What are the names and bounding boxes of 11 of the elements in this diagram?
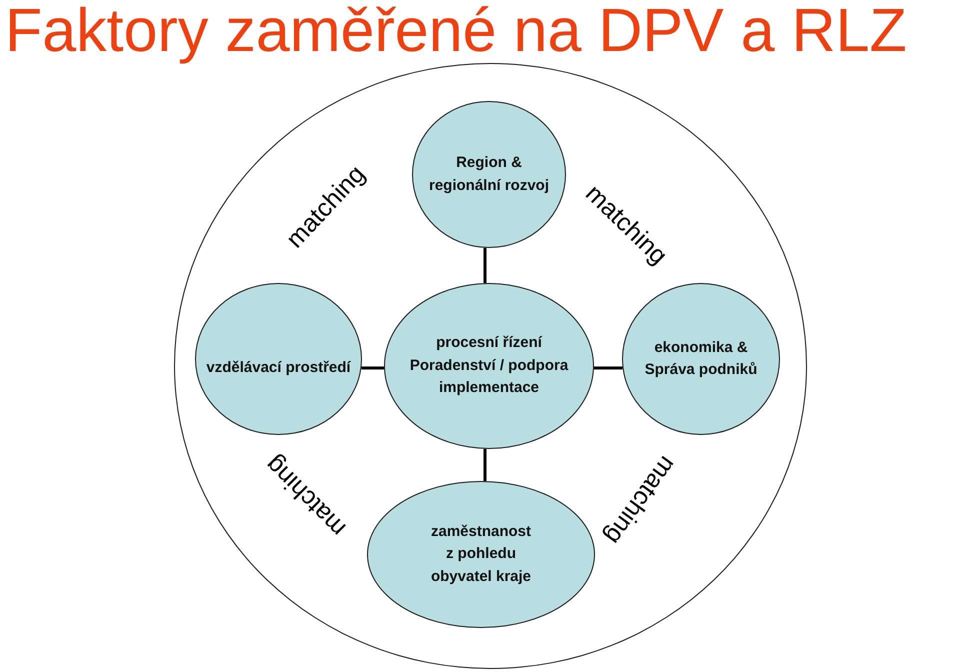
connector-line [594, 366, 623, 370]
node-text: zaměstnanost z pohledu obyvatel kraje [430, 522, 532, 587]
outer-circle [174, 63, 807, 669]
node-text: ekonomika & Správa podniků [644, 338, 758, 380]
connector-line [484, 448, 486, 482]
node-text: vzdělávací prostředí [206, 358, 351, 378]
node-text: Poradenství / podpora implementace [408, 356, 570, 398]
node-text: procesní řízení [436, 333, 542, 354]
connector-line [361, 366, 384, 370]
connector-line [484, 248, 486, 284]
node-text: Region & regionální rozvoj [428, 153, 550, 196]
